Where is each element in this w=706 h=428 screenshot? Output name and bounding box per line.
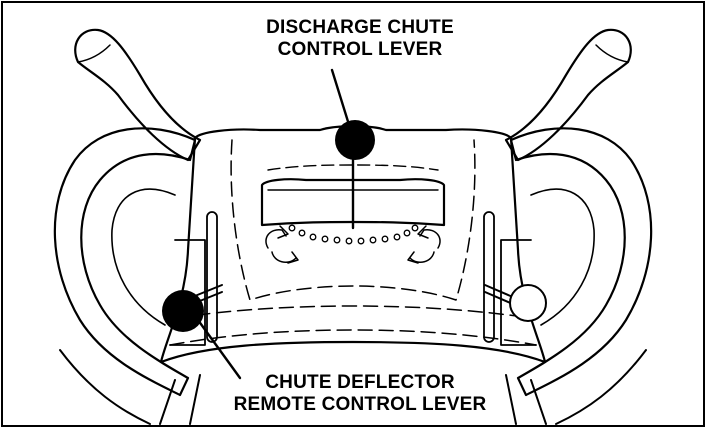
chute-deflector-label-line2: REMOTE CONTROL LEVER — [233, 394, 487, 415]
chute-deflector-label-line1: CHUTE DEFLECTOR — [265, 372, 455, 393]
right-bail-inner — [530, 188, 595, 326]
discharge-chute-label-line1: DISCHARGE CHUTE — [266, 17, 454, 38]
right-bail-loop — [509, 127, 653, 397]
left-frame-bottom — [59, 349, 151, 425]
discharge-chute-control-lever-label: DISCHARGE CHUTE CONTROL LEVER — [230, 17, 490, 61]
right-deflector-rod — [484, 284, 516, 299]
console-body — [159, 125, 547, 364]
right-frame-bottom — [555, 349, 647, 425]
chute-deflector-lever-knob — [162, 290, 204, 332]
lever-slot-dashed — [267, 164, 439, 171]
left-bail-loop — [53, 127, 197, 397]
left-lower-leg — [159, 379, 176, 425]
discharge-chute-label-line2: CONTROL LEVER — [277, 39, 443, 60]
chute-deflector-leader-line — [196, 318, 242, 380]
left-rotate-arrow-icon — [265, 225, 299, 264]
console-dashed-lower — [169, 329, 537, 346]
chute-deflector-remote-control-lever-label: CHUTE DEFLECTOR REMOTE CONTROL LEVER — [205, 372, 515, 416]
left-vertical-slot — [206, 211, 218, 343]
console-dashed-edge — [230, 139, 476, 301]
right-lower-leg-2 — [505, 374, 517, 425]
console-dashed-bottom — [174, 305, 532, 319]
right-handle-bar — [504, 28, 632, 162]
left-handle-bar — [74, 28, 202, 162]
right-handle-grip-outline — [595, 44, 629, 63]
left-lower-leg-2 — [189, 374, 201, 425]
discharge-chute-lever-knob — [335, 120, 375, 160]
lever-slot-frame — [260, 178, 446, 227]
right-rotate-arrow-icon — [407, 225, 441, 264]
right-lower-leg — [530, 379, 547, 425]
left-handle-grip-outline — [77, 44, 111, 63]
right-vertical-slot — [483, 211, 495, 343]
right-deflector-knob — [509, 284, 547, 322]
left-bail-inner — [111, 188, 176, 326]
chute-position-dots — [288, 224, 419, 245]
discharge-chute-leader-line — [330, 68, 352, 130]
